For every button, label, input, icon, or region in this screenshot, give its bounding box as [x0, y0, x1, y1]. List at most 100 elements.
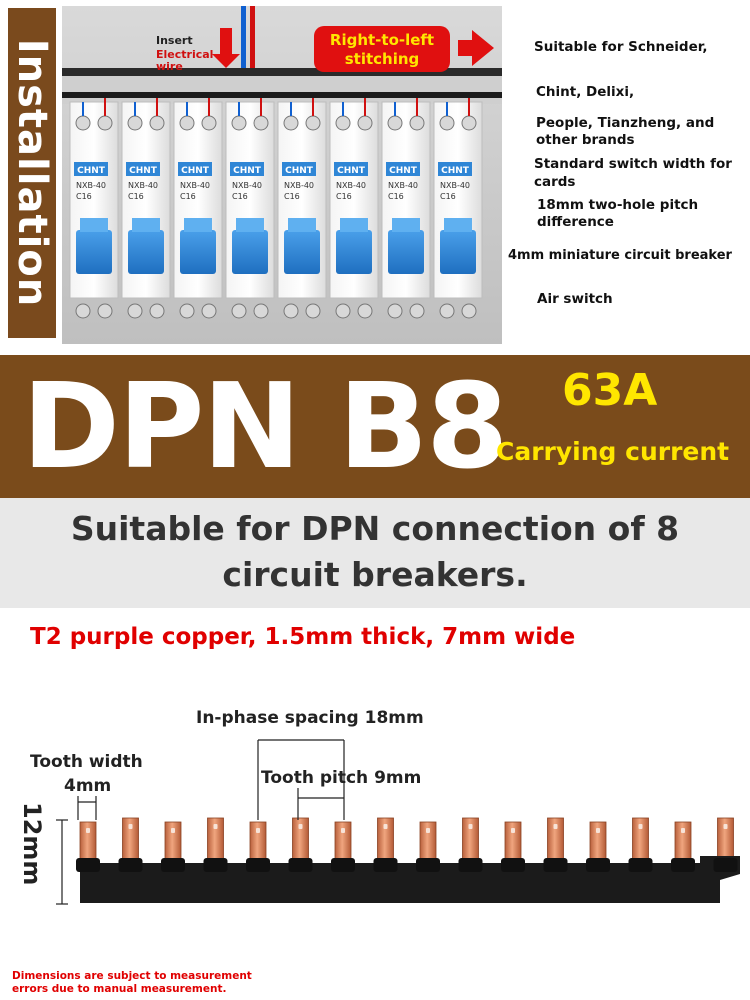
breaker-brand: CHNT	[181, 166, 210, 176]
amperage-value: 63A	[562, 365, 658, 416]
subtitle-line-1: Suitable for DPN connection of 8	[70, 509, 680, 548]
breaker-rating: C16	[284, 192, 300, 201]
right-arrow-icon	[458, 30, 494, 66]
copper-tooth	[122, 817, 139, 871]
stitching-badge	[314, 26, 450, 72]
breaker-rating: C16	[336, 192, 352, 201]
breaker-illustration: CHNTNXB-40C16CHNTNXB-40C16CHNTNXB-40C16C…	[62, 6, 502, 344]
note-line: Standard switch width for	[534, 156, 732, 172]
breaker-handle	[232, 230, 268, 274]
base-bump	[543, 858, 568, 872]
electrical-wire-text-2: wire	[156, 60, 183, 73]
breaker-model: NXB-40	[336, 181, 366, 190]
base-bump	[76, 858, 100, 872]
measurement-disclaimer: Dimensions are subject to measurement er…	[12, 970, 252, 996]
breaker-rating: C16	[232, 192, 248, 201]
note-line: difference	[537, 214, 614, 230]
base-bump	[628, 858, 653, 872]
base-bump	[161, 858, 185, 872]
compatibility-notes: Suitable for Schneider, Chint, Delixi, P…	[508, 0, 750, 355]
subtitle-line-2: circuit breakers.	[222, 555, 528, 594]
breaker-handle	[180, 230, 216, 274]
stitching-text-2: stitching	[345, 50, 420, 68]
busbar-base	[80, 856, 740, 903]
breaker-handle	[388, 230, 424, 274]
breaker-brand: CHNT	[285, 166, 314, 176]
tooth-width-label-2: 4mm	[64, 776, 112, 796]
base-bump	[671, 858, 695, 872]
breaker-handle	[440, 230, 476, 274]
breaker-model: NXB-40	[76, 181, 106, 190]
model-name: DPN B8	[22, 357, 508, 495]
breaker-model: NXB-40	[388, 181, 418, 190]
base-bump	[246, 858, 270, 872]
note-line: cards	[534, 174, 576, 190]
tooth-pitch-label: Tooth pitch 9mm	[261, 768, 422, 788]
breaker-brand: CHNT	[129, 166, 158, 176]
amperage-caption: Carrying current	[496, 437, 730, 466]
breaker-handle	[76, 230, 112, 274]
breaker-rating: C16	[76, 192, 92, 201]
note-line: Chint, Delixi,	[536, 84, 635, 100]
material-spec: T2 purple copper, 1.5mm thick, 7mm wide	[30, 624, 576, 650]
copper-tooth	[377, 817, 394, 871]
busbar-section: T2 purple copper, 1.5mm thick, 7mm wide …	[0, 608, 750, 1000]
base-bump	[501, 858, 525, 872]
busbar-diagram	[56, 739, 740, 905]
breaker-rating: C16	[440, 192, 456, 201]
breaker-handle	[336, 230, 372, 274]
breaker-brand: CHNT	[441, 166, 470, 176]
inphase-spacing-label: In-phase spacing 18mm	[196, 708, 424, 728]
breaker-brand: CHNT	[389, 166, 418, 176]
breaker-rating: C16	[180, 192, 196, 201]
installation-label: Installation	[9, 38, 55, 308]
base-bump	[416, 858, 440, 872]
model-banner: DPN B8 63A Carrying current	[0, 355, 750, 498]
note-line: 4mm miniature circuit breaker	[508, 248, 732, 263]
note-line: People, Tianzheng, and	[536, 115, 715, 131]
breaker-brand: CHNT	[77, 166, 106, 176]
breaker-brand: CHNT	[233, 166, 262, 176]
breaker-model: NXB-40	[284, 181, 314, 190]
breaker-model: NXB-40	[232, 181, 262, 190]
breaker-model: NXB-40	[440, 181, 470, 190]
breaker-handle	[284, 230, 320, 274]
breaker-model: NXB-40	[180, 181, 210, 190]
insert-text: Insert	[156, 34, 193, 47]
base-bump	[586, 858, 610, 872]
base-bump	[458, 858, 483, 872]
disclaimer-line-1: Dimensions are subject to measurement	[12, 970, 252, 982]
note-line: Suitable for Schneider,	[534, 39, 708, 55]
note-line: Air switch	[537, 291, 613, 307]
disclaimer-line-2: errors due to manual measurement.	[12, 983, 227, 995]
tooth-width-label-1: Tooth width	[30, 752, 143, 772]
base-bump	[713, 858, 738, 872]
base-bump	[373, 858, 398, 872]
installation-tab: Installation	[8, 8, 56, 338]
insert-arrow-icon	[212, 28, 240, 68]
height-label: 12mm	[18, 802, 46, 886]
breaker-model: NXB-40	[128, 181, 158, 190]
base-bump	[118, 858, 143, 872]
electrical-wire-text-1: Electrical	[156, 48, 213, 61]
breaker-rating: C16	[128, 192, 144, 201]
base-bump	[203, 858, 228, 872]
breaker-brand: CHNT	[337, 166, 366, 176]
base-bump	[288, 858, 313, 872]
note-line: other brands	[536, 132, 635, 148]
note-line: 18mm two-hole pitch	[537, 197, 699, 213]
breaker-rating: C16	[388, 192, 404, 201]
subtitle-text: Suitable for DPN connection of 8 circuit…	[20, 506, 730, 598]
breaker-handle	[128, 230, 164, 274]
subtitle-section: Suitable for DPN connection of 8 circuit…	[0, 498, 750, 608]
